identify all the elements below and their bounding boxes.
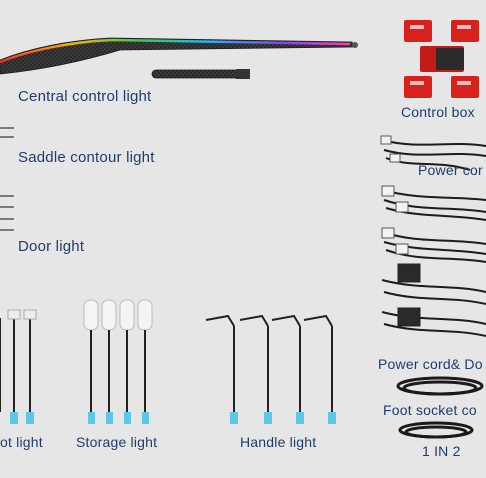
control-box-label: Control box <box>401 104 475 120</box>
storage-light-label: Storage light <box>76 434 158 450</box>
central-control-bar <box>0 37 358 79</box>
saddle-contour-label: Saddle contour light <box>18 149 155 166</box>
one-in-two-label: 1 IN 2 <box>422 443 461 459</box>
foot-socket-label: Foot socket co <box>383 402 477 418</box>
door-light-strips <box>0 194 262 232</box>
foot-light-label: ot light <box>0 434 43 450</box>
saddle-contour-strips <box>0 126 172 139</box>
storage-light-units <box>83 299 153 424</box>
power-cord-door-label: Power cord& Do <box>378 356 483 372</box>
power-cord-label: Power cor <box>418 162 483 178</box>
foot-socket-cable <box>396 376 484 439</box>
foot-light-units <box>0 309 37 424</box>
door-light-label: Door light <box>18 238 85 255</box>
control-box-units <box>404 20 479 98</box>
handle-light-units <box>205 314 336 424</box>
power-cord-harnesses <box>380 135 486 337</box>
handle-light-label: Handle light <box>240 434 317 450</box>
central-control-label: Central control light <box>18 88 152 105</box>
